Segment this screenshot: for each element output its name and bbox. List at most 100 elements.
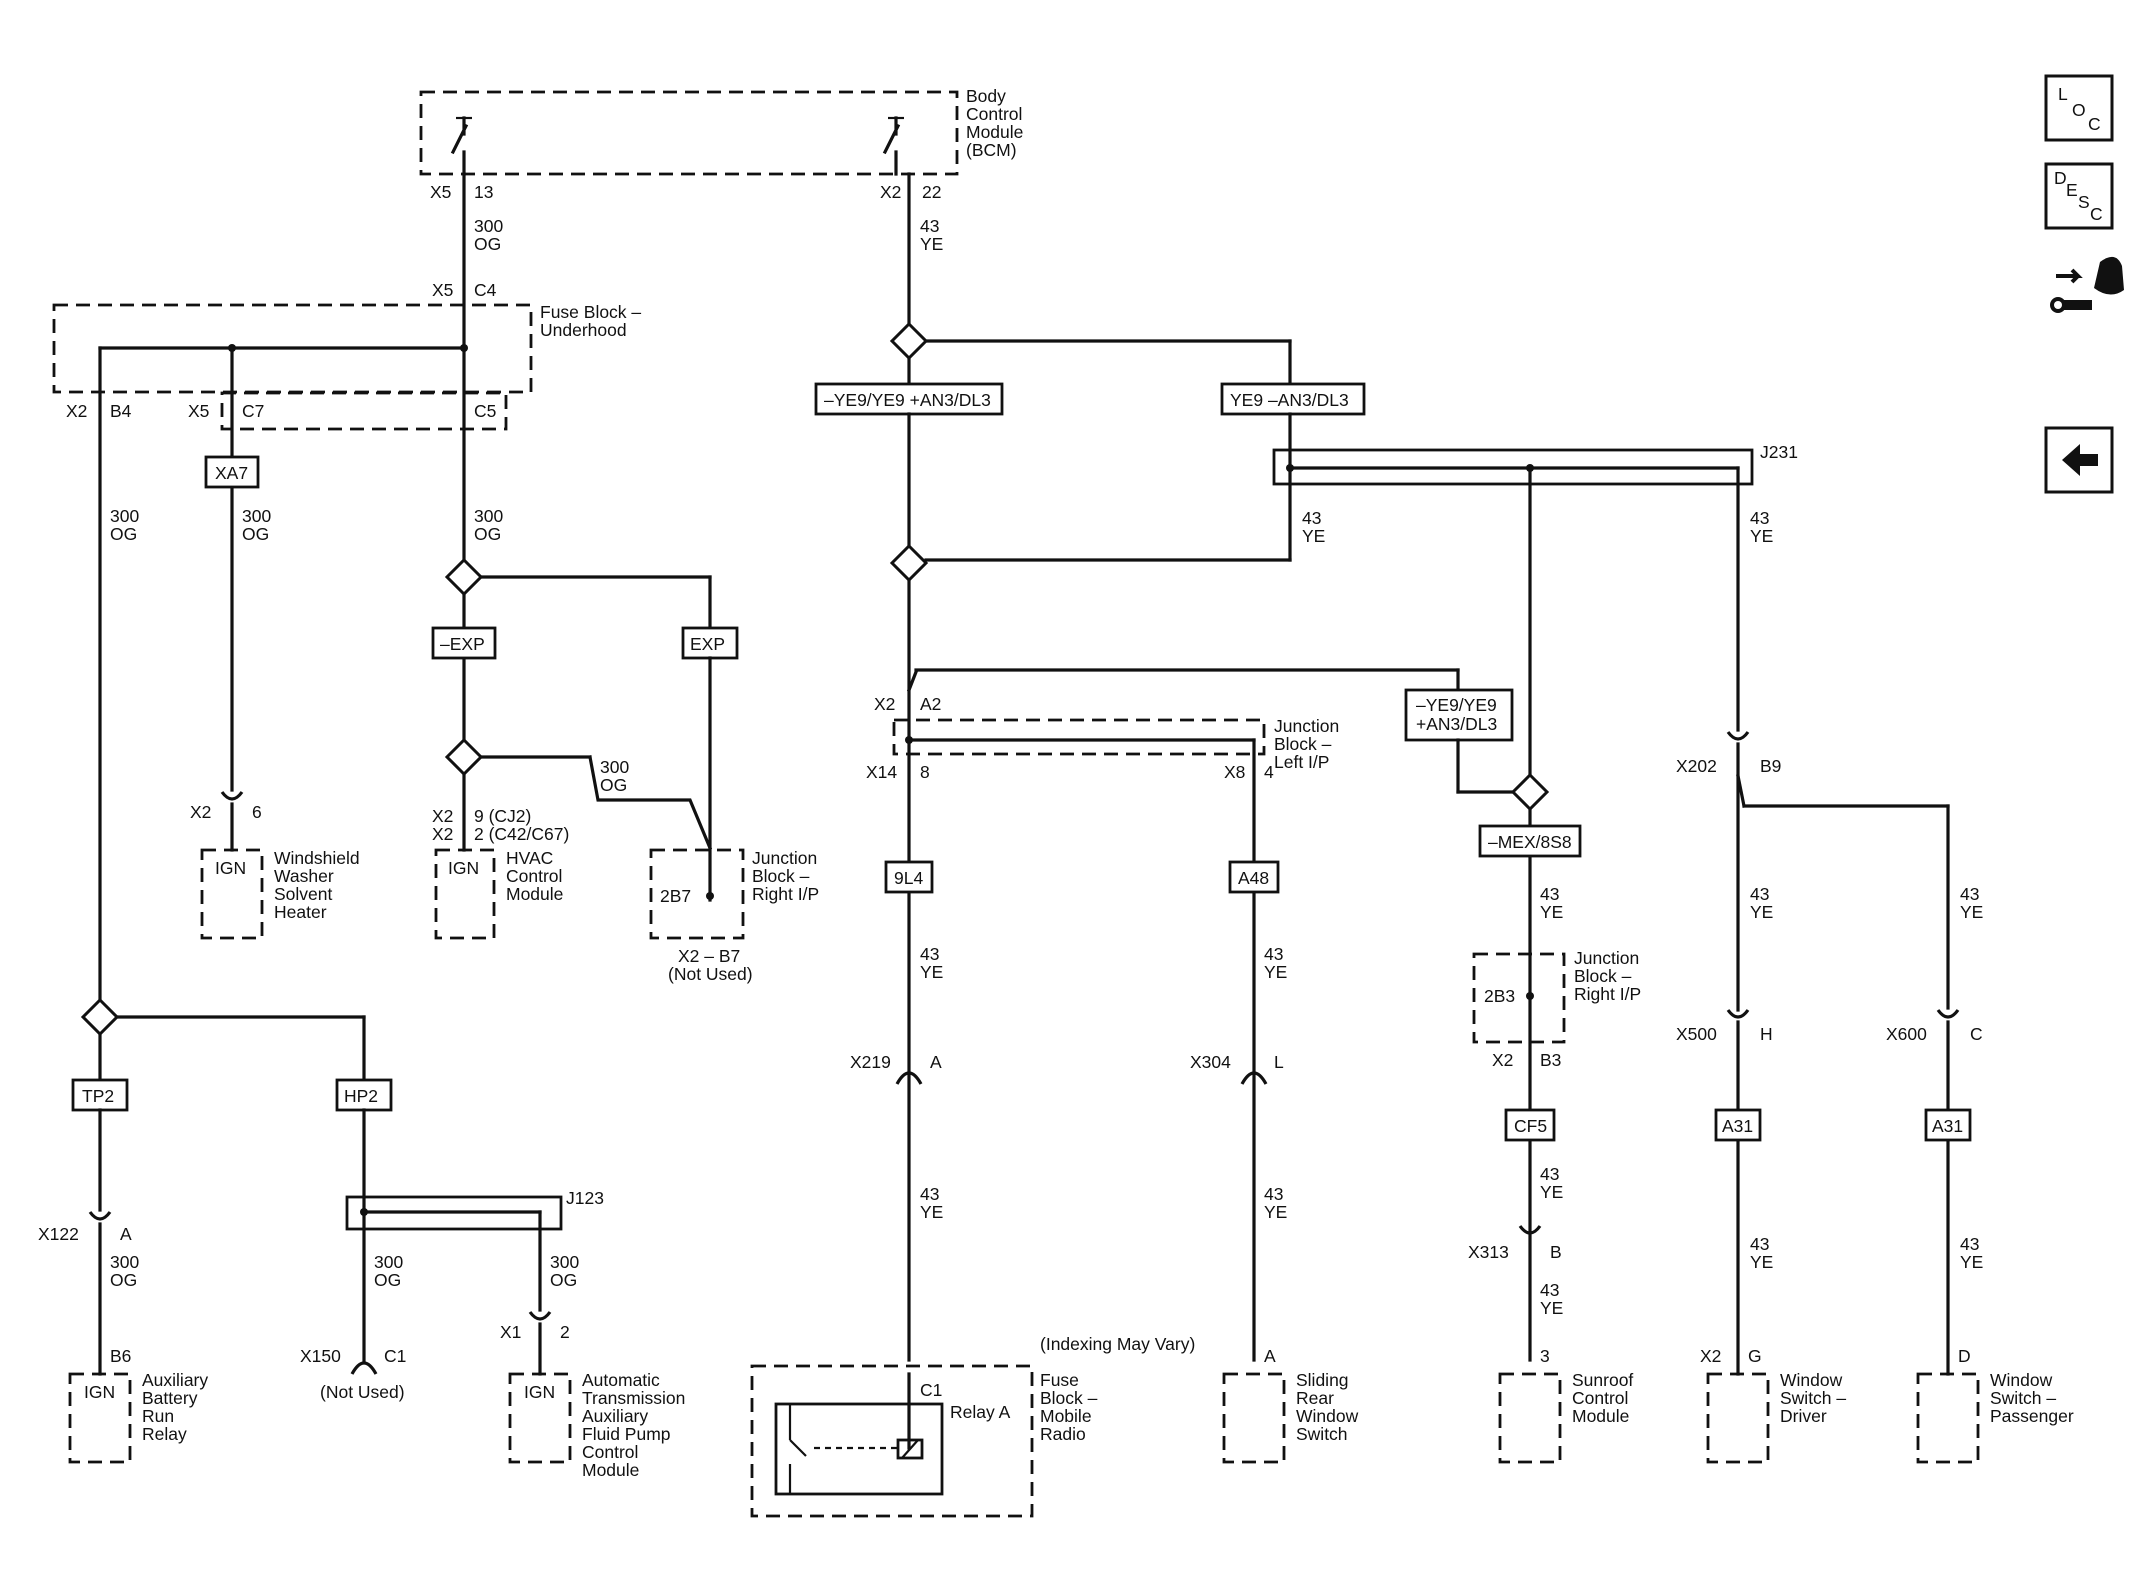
tool-icon[interactable] bbox=[2050, 256, 2124, 313]
pin-label: 2 (C42/C67) bbox=[474, 824, 569, 844]
wire-label: 300 bbox=[600, 757, 629, 777]
bcm-module: Body Control Module (BCM) X5 13 X2 22 bbox=[419, 86, 1023, 202]
module-label: Control bbox=[582, 1442, 638, 1462]
conn-label: X600 bbox=[1886, 1024, 1927, 1044]
wire-label: 43 bbox=[1264, 944, 1283, 964]
wire-label: 300 bbox=[474, 216, 503, 236]
wire-label: OG bbox=[242, 524, 269, 544]
conn-label: X2 bbox=[66, 401, 87, 421]
wire-label: YE bbox=[920, 1202, 943, 1222]
conn-label: X500 bbox=[1676, 1024, 1717, 1044]
bcm-label-1: Body bbox=[966, 86, 1006, 106]
module-label: Window bbox=[1990, 1370, 2053, 1390]
option-9l4: 9L4 bbox=[894, 868, 923, 888]
module-label: Junction bbox=[1274, 716, 1339, 736]
wire-label: 300 bbox=[242, 506, 271, 526]
conn-label: X8 bbox=[1224, 762, 1245, 782]
conn-label: X2 bbox=[432, 824, 453, 844]
desc-letter: D bbox=[2054, 168, 2067, 188]
conn-label: X304 bbox=[1190, 1052, 1231, 1072]
wire-label: 43 bbox=[1540, 1280, 1559, 1300]
bcm-label-4: (BCM) bbox=[966, 140, 1017, 160]
not-used-label: (Not Used) bbox=[668, 964, 753, 984]
module-label: Control bbox=[506, 866, 562, 886]
ign-label: IGN bbox=[84, 1382, 115, 1402]
pin-label: 9 (CJ2) bbox=[474, 806, 531, 826]
module-label: Window bbox=[1780, 1370, 1843, 1390]
wire-label: YE bbox=[1750, 902, 1773, 922]
desc-button[interactable]: D E S C bbox=[2044, 162, 2114, 230]
conn-label: X2 bbox=[432, 806, 453, 826]
wire-label: OG bbox=[600, 775, 627, 795]
pin-label: 6 bbox=[252, 802, 262, 822]
module-label: Automatic bbox=[582, 1370, 660, 1390]
wire-label: YE bbox=[1264, 962, 1287, 982]
bcm-label-3: Module bbox=[966, 122, 1023, 142]
module-label: Fuse Block – bbox=[540, 302, 641, 322]
ign-label: IGN bbox=[215, 858, 246, 878]
module-label: Right I/P bbox=[752, 884, 819, 904]
module-label: Module bbox=[1572, 1406, 1629, 1426]
ign-label: IGN bbox=[448, 858, 479, 878]
conn-label: X122 bbox=[38, 1224, 79, 1244]
splice-j231: J231 bbox=[1760, 442, 1798, 462]
option-mex: –MEX/8S8 bbox=[1488, 832, 1572, 852]
conn-label: X1 bbox=[500, 1322, 521, 1342]
wire-label: 300 bbox=[374, 1252, 403, 1272]
wire-label: 43 bbox=[1960, 884, 1979, 904]
module-label: Junction bbox=[752, 848, 817, 868]
wire-label: 43 bbox=[1750, 508, 1769, 528]
splice-j123: J123 bbox=[566, 1188, 604, 1208]
desc-letter: S bbox=[2078, 192, 2090, 212]
module-label: HVAC bbox=[506, 848, 553, 868]
wire-label: YE bbox=[920, 962, 943, 982]
conn-label: X2 – B7 bbox=[678, 946, 740, 966]
back-arrow-button[interactable] bbox=[2044, 426, 2114, 494]
module-label: Sunroof bbox=[1572, 1370, 1633, 1390]
module-label: Block – bbox=[752, 866, 810, 886]
conn-label: X313 bbox=[1468, 1242, 1509, 1262]
indexing-note: (Indexing May Vary) bbox=[1040, 1334, 1195, 1354]
wire-label: YE bbox=[1264, 1202, 1287, 1222]
pin-label: 8 bbox=[920, 762, 930, 782]
module-label: Auxiliary bbox=[142, 1370, 208, 1390]
wire-label: YE bbox=[1750, 1252, 1773, 1272]
option-ye9-box: +AN3/DL3 bbox=[1416, 714, 1497, 734]
module-label: Radio bbox=[1040, 1424, 1086, 1444]
option-ye9-neg: –YE9/YE9 +AN3/DL3 bbox=[824, 390, 991, 410]
option-ye9: YE9 –AN3/DL3 bbox=[1230, 390, 1349, 410]
pin-label: B6 bbox=[110, 1346, 131, 1366]
pin-label: D bbox=[1958, 1346, 1971, 1366]
conn-label: X202 bbox=[1676, 756, 1717, 776]
wire-label: YE bbox=[1540, 1182, 1563, 1202]
not-used-label: (Not Used) bbox=[320, 1382, 405, 1402]
junction-block-left-ip bbox=[892, 718, 1266, 756]
loc-letter: C bbox=[2088, 114, 2101, 134]
module-label: Sliding bbox=[1296, 1370, 1349, 1390]
conn-label: X2 bbox=[874, 694, 895, 714]
module-label: Switch – bbox=[1990, 1388, 2056, 1408]
wire-label: 43 bbox=[1540, 1164, 1559, 1184]
pin-label: A bbox=[120, 1224, 132, 1244]
pin-label: C5 bbox=[474, 401, 496, 421]
wire-label: 43 bbox=[920, 944, 939, 964]
relay-a-label: Relay A bbox=[950, 1402, 1011, 1422]
pin-label: C bbox=[1970, 1024, 1983, 1044]
module-label: Module bbox=[506, 884, 563, 904]
nav-panel: L O C D E S C bbox=[2044, 74, 2124, 494]
wire-label: 300 bbox=[110, 1252, 139, 1272]
module-label: Transmission bbox=[582, 1388, 685, 1408]
wire-label: YE bbox=[1960, 1252, 1983, 1272]
wire-label: 300 bbox=[550, 1252, 579, 1272]
module-label: Block – bbox=[1574, 966, 1632, 986]
wire-label: 43 bbox=[1960, 1234, 1979, 1254]
module-label: Fuse bbox=[1040, 1370, 1079, 1390]
module-label: Relay bbox=[142, 1424, 187, 1444]
module-label: Control bbox=[1572, 1388, 1628, 1408]
conn-label: X2 bbox=[190, 802, 211, 822]
option-cf5: CF5 bbox=[1514, 1116, 1547, 1136]
wire-label: 43 bbox=[1750, 884, 1769, 904]
loc-button[interactable]: L O C bbox=[2044, 74, 2114, 142]
option-2b7: 2B7 bbox=[660, 886, 691, 906]
ign-label: IGN bbox=[524, 1382, 555, 1402]
